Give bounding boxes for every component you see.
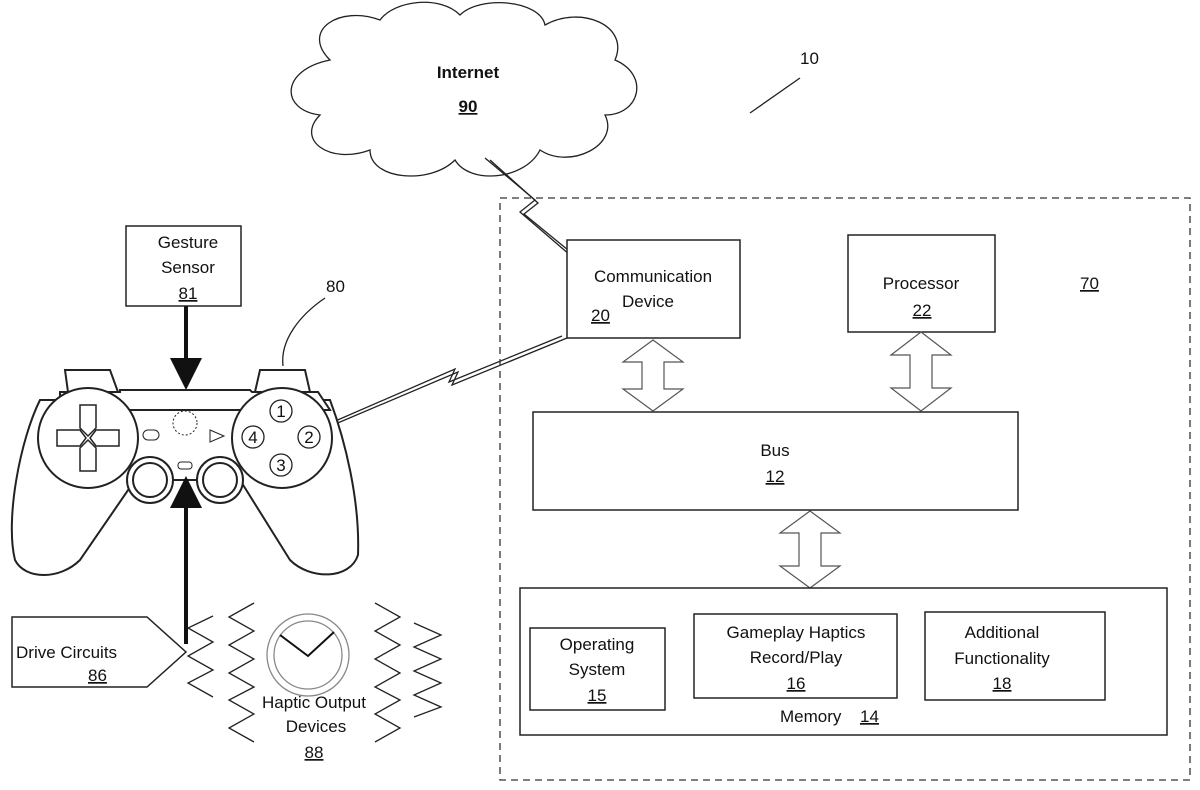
communication-device-label-2: Device [622,292,674,311]
haptic-output-label: Haptic Output [262,693,366,712]
bus-ref: 12 [766,467,785,486]
processor-block: Processor 22 [848,235,995,332]
communication-device-label: Communication [594,267,712,286]
gesture-sensor-ref: 81 [179,284,198,303]
memory-ref: 14 [860,707,879,726]
internet-label: Internet [437,63,500,82]
haptic-output-ref: 88 [305,743,324,762]
haptic-output-label-2: Devices [286,717,346,736]
gesture-sensor-block: Gesture Sensor 81 [126,226,241,306]
drive-circuits-block: Drive Circuits 86 [12,617,186,687]
button-4-label: 4 [248,428,257,447]
gameplay-haptics-label: Gameplay Haptics [727,623,866,642]
additional-label-2: Functionality [954,649,1050,668]
gameplay-haptics-ref: 16 [787,674,806,693]
comm-bus-arrow [623,340,683,411]
button-3-label: 3 [276,456,285,475]
button-1-label: 1 [276,402,285,421]
processor-label: Processor [883,274,960,293]
communication-device-ref: 20 [591,306,610,325]
controller-ref-leader [283,298,325,366]
controller-ref: 80 [326,277,345,296]
additional-ref: 18 [993,674,1012,693]
memory-block: Memory 14 Operating System 15 Gameplay H… [520,588,1167,735]
os-label-2: System [569,660,626,679]
bus-block: Bus 12 [533,412,1018,510]
button-2-label: 2 [304,428,313,447]
bus-memory-arrow [780,511,840,588]
os-ref: 15 [588,686,607,705]
communication-device-block: Communication Device 20 [567,240,740,338]
drive-circuits-ref: 86 [88,666,107,685]
processor-bus-arrow [891,332,951,411]
haptic-actuator-icon [267,614,349,696]
system-ref: 70 [1080,274,1099,293]
gesture-sensor-label-2: Sensor [161,258,215,277]
internet-ref: 90 [459,97,478,116]
internet-cloud: Internet 90 [291,2,637,176]
os-label: Operating [560,635,635,654]
bus-label: Bus [760,441,789,460]
processor-ref: 22 [913,301,932,320]
gameplay-haptics-label-2: Record/Play [750,648,843,667]
drive-circuits-label: Drive Circuits [16,643,117,662]
additional-label: Additional [965,623,1040,642]
gesture-sensor-label: Gesture [158,233,218,252]
figure-ref-leader [750,78,800,113]
figure-ref: 10 [800,49,819,68]
memory-label: Memory [780,707,842,726]
